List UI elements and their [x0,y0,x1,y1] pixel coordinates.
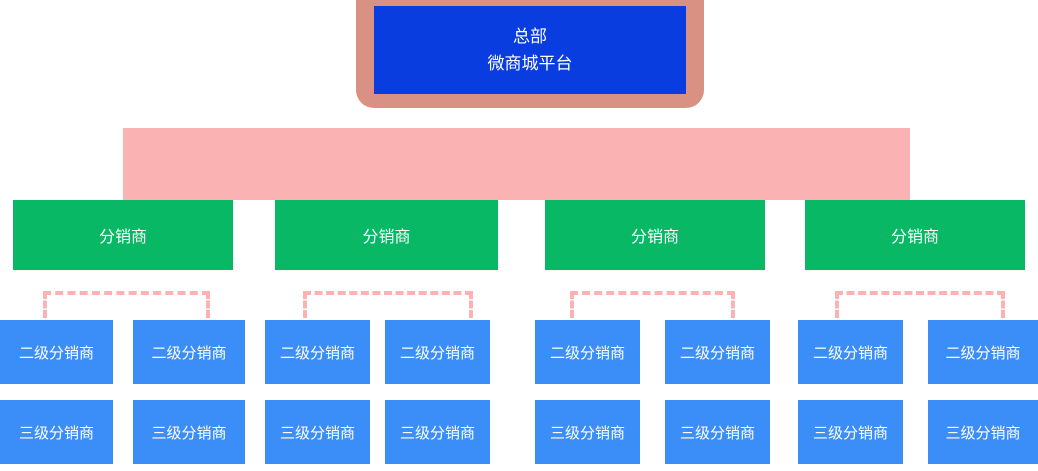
distributor-node-label: 分销商 [362,229,411,246]
distributor-node-label: 分销商 [890,229,939,246]
second-level-distributor-node-5[interactable]: 二级分销商 [535,320,640,384]
second-level-distributor-node-2[interactable]: 二级分销商 [133,320,245,384]
third-level-distributor-node-label: 三级分销商 [279,424,355,442]
headquarters-title: 总部 [513,27,547,46]
distributor-node-3[interactable]: 分销商 [545,200,765,270]
second-level-distributor-node-label: 二级分销商 [18,344,94,362]
distributor-node-1[interactable]: 分销商 [13,200,233,270]
third-level-distributor-node-label: 三级分销商 [945,424,1021,442]
second-level-distributor-node-label: 二级分销商 [945,344,1021,362]
bracket-connector-2 [303,291,473,318]
headquarters-subtitle: 微商城平台 [487,54,573,73]
third-level-distributor-node-7[interactable]: 三级分销商 [798,400,903,464]
second-level-distributor-node-label: 二级分销商 [679,344,755,362]
third-level-distributor-node-2[interactable]: 三级分销商 [133,400,245,464]
bracket-connector-4 [835,291,1005,318]
bracket-connector-1 [43,291,210,318]
second-level-distributor-node-label: 二级分销商 [279,344,355,362]
distributor-node-2[interactable]: 分销商 [275,200,498,270]
bracket-connector-3 [570,291,735,318]
third-level-distributor-node-label: 三级分销商 [549,424,625,442]
distributor-node-label: 分销商 [98,229,147,246]
second-level-distributor-node-8[interactable]: 二级分销商 [928,320,1038,384]
third-level-distributor-node-5[interactable]: 三级分销商 [535,400,640,464]
third-level-distributor-node-3[interactable]: 三级分销商 [265,400,370,464]
second-level-distributor-node-label: 二级分销商 [549,344,625,362]
second-level-distributor-node-label: 二级分销商 [399,344,475,362]
second-level-distributor-node-1[interactable]: 二级分销商 [0,320,113,384]
third-level-distributor-node-label: 三级分销商 [399,424,475,442]
second-level-distributor-node-6[interactable]: 二级分销商 [665,320,770,384]
second-level-distributor-node-3[interactable]: 二级分销商 [265,320,370,384]
distributor-node-label: 分销商 [630,229,679,246]
second-level-distributor-node-4[interactable]: 二级分销商 [385,320,490,384]
third-level-distributor-node-label: 三级分销商 [18,424,94,442]
headquarters-node[interactable]: 总部 微商城平台 [374,6,686,94]
third-level-distributor-node-4[interactable]: 三级分销商 [385,400,490,464]
second-level-distributor-node-label: 二级分销商 [151,344,227,362]
third-level-distributor-node-label: 三级分销商 [812,424,888,442]
third-level-distributor-node-label: 三级分销商 [679,424,755,442]
third-level-distributor-node-1[interactable]: 三级分销商 [0,400,113,464]
distributor-node-4[interactable]: 分销商 [805,200,1025,270]
second-level-distributor-node-7[interactable]: 二级分销商 [798,320,903,384]
connector-bar [123,128,910,200]
third-level-distributor-node-6[interactable]: 三级分销商 [665,400,770,464]
second-level-distributor-node-label: 二级分销商 [812,344,888,362]
third-level-distributor-node-8[interactable]: 三级分销商 [928,400,1038,464]
third-level-distributor-node-label: 三级分销商 [151,424,227,442]
